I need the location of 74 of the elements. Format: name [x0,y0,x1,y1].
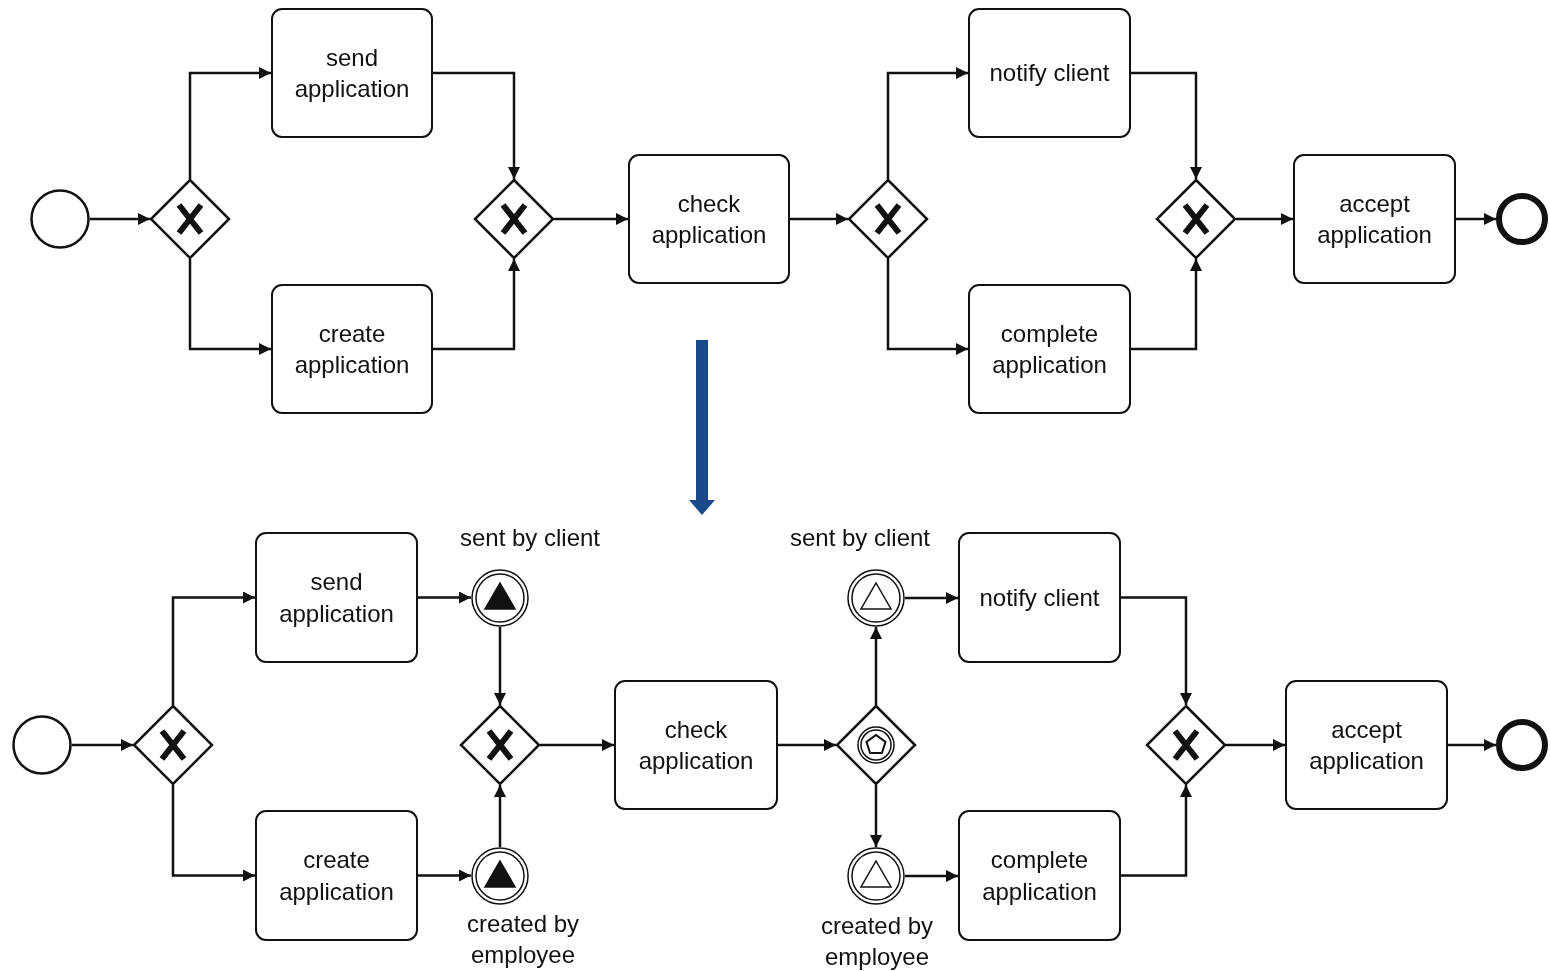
task-label: create application [293,318,411,380]
signal-event-circle [471,569,529,627]
exclusive-gateway-diamond [460,705,540,785]
sequence-flow-arrow [188,259,271,355]
sequence-flow-arrow [171,591,255,705]
sequence-flow-arrow [90,213,150,225]
sequence-flow-arrow [1236,213,1293,225]
sequence-flow-arrow [905,592,958,604]
sequence-flow-arrow [418,591,471,604]
sequence-flow-arrow [433,259,520,351]
task-label: notify client [988,58,1111,89]
exclusive-gateway-diamond [474,179,554,259]
sequence-flow-arrow [418,869,471,882]
task-box [271,284,433,414]
task-label: check application [637,714,755,776]
sequence-flow-arrow [188,67,271,179]
end-event-circle [1496,719,1548,771]
task-box [628,154,790,284]
task-label: accept application [1308,714,1425,776]
start-event-circle [12,715,72,775]
task-label: complete application [991,318,1108,380]
event-label: created by employee [819,911,935,971]
sequence-flow-arrow [1131,259,1202,351]
task-box [271,8,433,138]
signal-event-circle [471,847,529,905]
task-box [255,532,418,663]
exclusive-gateway-diamond [848,179,928,259]
sequence-flow-arrow [1456,213,1496,225]
sequence-flow-arrow [870,785,882,847]
task-box [614,680,778,810]
sequence-flow-arrow [554,213,628,225]
sequence-flow-arrow [1226,739,1285,751]
event-label: created by employee [465,909,581,971]
end-event-circle [1496,193,1548,245]
event-label: sent by client [458,523,602,553]
task-box [255,810,418,941]
exclusive-gateway-diamond [150,179,230,259]
task-label: accept application [1316,188,1433,250]
task-box [968,8,1131,138]
task-label: send application [293,42,411,104]
task-box [1285,680,1448,810]
sequence-flow-arrow [494,627,506,705]
task-box [958,810,1121,941]
event-label: sent by client [788,523,932,553]
signal-event-circle [847,569,905,627]
sequence-flow-arrow [540,739,614,751]
start-event-circle [30,189,90,249]
sequence-flow-arrow [778,739,836,751]
sequence-flow-arrow [433,71,520,179]
task-label: notify client [978,582,1101,613]
task-label: send application [278,567,395,629]
exclusive-gateway-diamond [1146,705,1226,785]
task-label: check application [650,188,768,250]
task-label: complete application [981,845,1098,907]
sequence-flow-arrow [1131,71,1202,179]
sequence-flow-arrow [72,739,133,751]
exclusive-gateway-diamond [133,705,213,785]
sequence-flow-arrow [494,785,506,847]
signal-event-circle [847,847,905,905]
sequence-flow-arrow [886,259,968,355]
sequence-flow-arrow [1121,596,1192,705]
sequence-flow-arrow [1121,785,1192,877]
sequence-flow-arrow [790,213,848,225]
sequence-flow-arrow [171,785,255,882]
task-box [968,284,1131,414]
sequence-flow-arrow [870,627,882,705]
sequence-flow-arrow [905,870,958,882]
task-label: create application [278,845,395,907]
exclusive-gateway-diamond [1156,179,1236,259]
sequence-flow-arrow [1448,739,1496,751]
event-gateway-diamond [836,705,916,785]
task-box [958,532,1121,663]
sequence-flow-arrow [886,67,968,179]
task-box [1293,154,1456,284]
